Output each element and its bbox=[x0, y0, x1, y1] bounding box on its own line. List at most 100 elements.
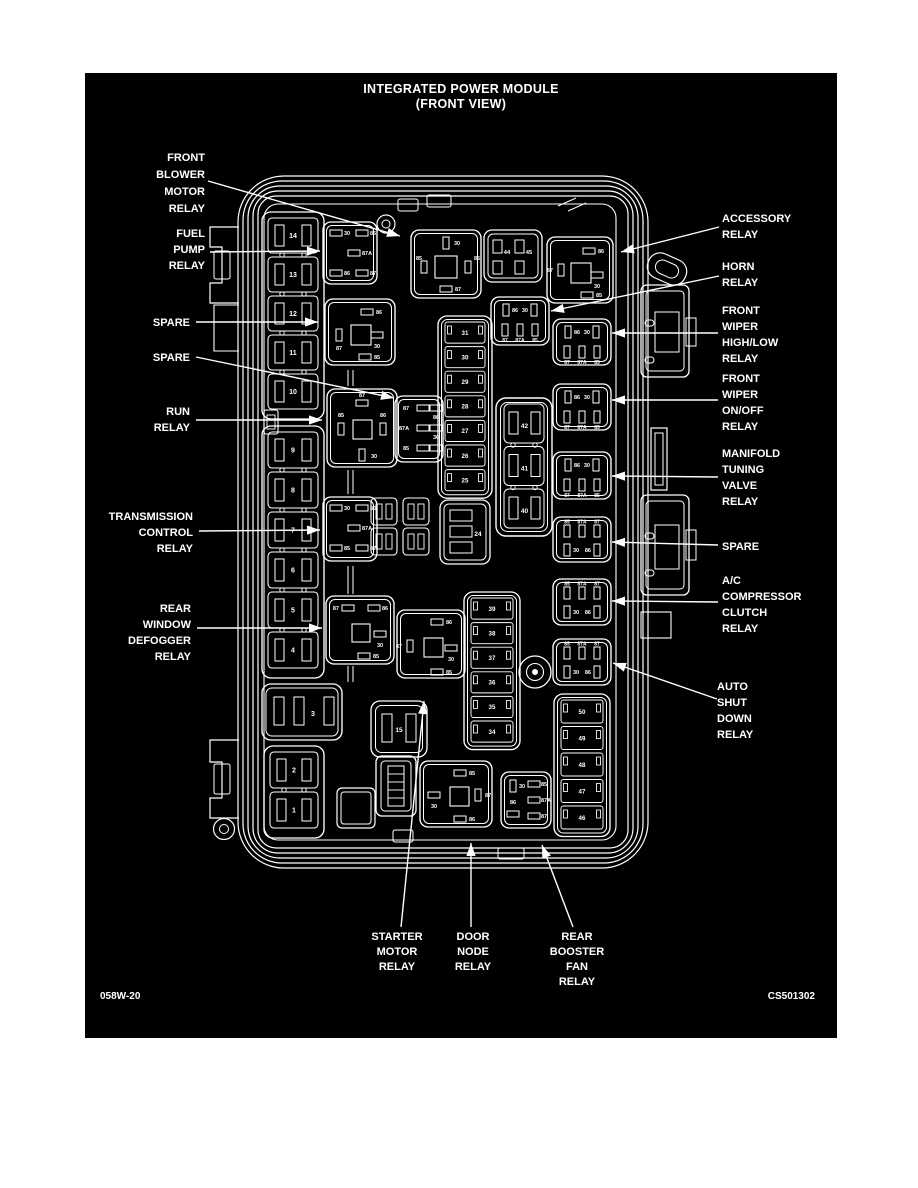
svg-text:87A: 87A bbox=[362, 526, 372, 532]
svg-text:86: 86 bbox=[585, 548, 591, 554]
svg-text:49: 49 bbox=[579, 735, 586, 742]
right-hook-tab bbox=[646, 252, 688, 286]
svg-text:5: 5 bbox=[291, 608, 295, 615]
svg-text:87: 87 bbox=[564, 425, 570, 431]
svg-text:30: 30 bbox=[584, 395, 590, 401]
svg-text:1: 1 bbox=[292, 808, 296, 815]
svg-text:30: 30 bbox=[433, 435, 439, 441]
svg-text:42: 42 bbox=[521, 423, 529, 430]
svg-text:30: 30 bbox=[448, 657, 454, 663]
svg-text:30: 30 bbox=[573, 670, 579, 676]
svg-text:34: 34 bbox=[489, 729, 496, 736]
svg-text:85: 85 bbox=[416, 256, 422, 262]
svg-text:27: 27 bbox=[462, 428, 469, 435]
svg-text:85: 85 bbox=[596, 293, 602, 299]
svg-text:85: 85 bbox=[564, 582, 570, 588]
svg-text:44: 44 bbox=[504, 250, 511, 256]
svg-text:6: 6 bbox=[291, 568, 295, 575]
svg-text:86: 86 bbox=[574, 395, 580, 401]
screw-top bbox=[376, 214, 396, 234]
svg-text:24: 24 bbox=[474, 531, 482, 538]
svg-text:87: 87 bbox=[564, 493, 570, 499]
svg-text:86: 86 bbox=[598, 249, 604, 255]
right-connector-upper bbox=[640, 284, 697, 378]
svg-text:87: 87 bbox=[541, 814, 547, 820]
svg-text:87A: 87A bbox=[577, 360, 587, 366]
svg-text:31: 31 bbox=[462, 330, 469, 337]
svg-text:87A: 87A bbox=[577, 520, 587, 526]
left-clip bbox=[263, 409, 279, 435]
fuse-3: 3 bbox=[261, 683, 343, 741]
svg-text:39: 39 bbox=[489, 606, 496, 613]
svg-text:87A: 87A bbox=[577, 425, 587, 431]
right-slim-bar bbox=[650, 427, 668, 491]
svg-text:87: 87 bbox=[502, 338, 508, 344]
left-mounting-bracket-top bbox=[209, 226, 239, 352]
svg-text:29: 29 bbox=[462, 379, 469, 386]
svg-text:87A: 87A bbox=[577, 582, 587, 588]
small-block-bottom bbox=[336, 787, 376, 829]
svg-text:4: 4 bbox=[291, 648, 295, 655]
svg-text:87: 87 bbox=[333, 606, 339, 612]
svg-text:86: 86 bbox=[376, 310, 382, 316]
svg-text:14: 14 bbox=[289, 233, 297, 240]
svg-text:26: 26 bbox=[462, 453, 469, 460]
svg-text:85: 85 bbox=[474, 256, 480, 262]
svg-text:87A: 87A bbox=[541, 798, 551, 804]
svg-text:86: 86 bbox=[512, 308, 518, 314]
svg-text:86: 86 bbox=[380, 413, 386, 419]
svg-text:86: 86 bbox=[585, 670, 591, 676]
svg-text:87A: 87A bbox=[362, 251, 372, 257]
grommet bbox=[518, 655, 552, 689]
svg-text:86: 86 bbox=[469, 817, 475, 823]
svg-text:30: 30 bbox=[573, 610, 579, 616]
svg-text:37: 37 bbox=[489, 655, 496, 662]
svg-text:46: 46 bbox=[579, 815, 586, 822]
svg-text:41: 41 bbox=[521, 466, 529, 473]
svg-text:85: 85 bbox=[594, 360, 600, 366]
svg-text:87: 87 bbox=[370, 271, 376, 277]
svg-text:30: 30 bbox=[573, 548, 579, 554]
module-housing bbox=[237, 175, 649, 869]
svg-text:87A: 87A bbox=[577, 642, 587, 648]
svg-text:9: 9 bbox=[291, 448, 295, 455]
svg-text:85: 85 bbox=[374, 355, 380, 361]
svg-text:50: 50 bbox=[579, 709, 586, 716]
svg-text:38: 38 bbox=[489, 630, 496, 637]
svg-text:85: 85 bbox=[403, 446, 409, 452]
svg-text:85: 85 bbox=[469, 771, 475, 777]
svg-text:87: 87 bbox=[396, 644, 402, 650]
svg-text:86: 86 bbox=[574, 330, 580, 336]
svg-text:86: 86 bbox=[446, 620, 452, 626]
svg-text:28: 28 bbox=[462, 404, 469, 411]
svg-text:86: 86 bbox=[433, 415, 439, 421]
svg-text:86: 86 bbox=[510, 800, 516, 806]
fuse-block-24: 24 bbox=[439, 499, 491, 565]
svg-text:87: 87 bbox=[370, 546, 376, 552]
svg-text:86: 86 bbox=[585, 610, 591, 616]
svg-text:30: 30 bbox=[519, 784, 525, 790]
svg-text:85: 85 bbox=[594, 493, 600, 499]
svg-text:85: 85 bbox=[541, 782, 547, 788]
svg-text:86: 86 bbox=[382, 606, 388, 612]
callout-arrows bbox=[195, 180, 720, 928]
svg-text:3: 3 bbox=[311, 711, 315, 718]
svg-text:15: 15 bbox=[395, 727, 403, 734]
svg-text:48: 48 bbox=[579, 762, 586, 769]
